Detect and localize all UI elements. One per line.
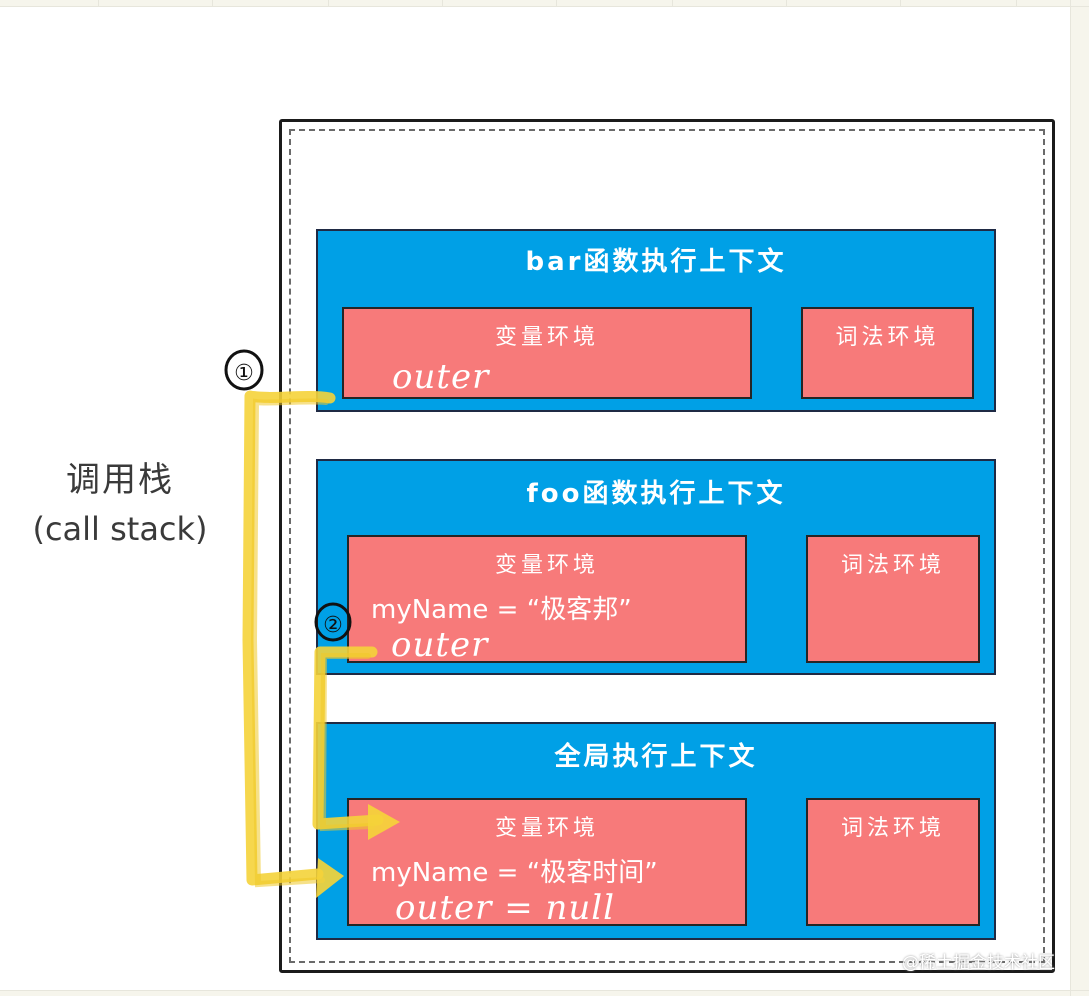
grid-line: [328, 0, 329, 6]
grid-line: [1016, 0, 1017, 6]
grid-line: [556, 0, 557, 6]
grid-line: [212, 0, 213, 6]
grid-line: [442, 0, 443, 6]
grid-line: [0, 990, 1089, 991]
arrow-2-texture: [319, 653, 375, 832]
arrow-1-head: [316, 858, 344, 898]
global-lexical-environment: 词法环境: [806, 798, 980, 926]
call-stack-label: 调用栈: [66, 460, 174, 500]
bar-lexical-env-title: 词法环境: [835, 325, 940, 350]
bar-outer-label: outer: [392, 357, 490, 397]
global-variable-environment: 变量环境 myName = “极客时间” outer = null: [347, 798, 747, 928]
bar-context-title: bar函数执行上下文: [525, 247, 787, 277]
watermark: @稀土掘金技术社区: [902, 953, 1055, 973]
arrow-2-head: [368, 804, 400, 840]
foo-lexical-environment: 词法环境: [806, 535, 980, 663]
foo-outer-label: outer: [391, 625, 489, 665]
global-execution-context: 全局执行上下文 变量环境 myName = “极客时间” outer = nul…: [316, 722, 996, 940]
global-lexical-env-title: 词法环境: [840, 816, 945, 841]
grid-line: [1070, 0, 1071, 996]
grid-line: [786, 0, 787, 6]
arrow-1-texture: [250, 398, 329, 888]
call-stack-frame-inner: [289, 129, 1045, 963]
arrow-1-path: [242, 390, 336, 886]
grid-line: [672, 0, 673, 6]
marker-two-icon: ②: [323, 613, 343, 638]
arrow-2-path: [312, 646, 384, 830]
global-outer-label: outer = null: [395, 888, 616, 928]
global-myname-value: myName = “极客时间”: [371, 858, 658, 888]
call-stack-label-en: (call stack): [32, 510, 208, 548]
grid-line: [900, 0, 901, 6]
bar-lexical-environment: 词法环境: [801, 307, 974, 399]
foo-variable-env-title: 变量环境: [494, 553, 599, 578]
foo-variable-environment: 变量环境 myName = “极客邦” outer: [347, 535, 747, 665]
call-stack-frame: [279, 119, 1055, 973]
bar-variable-env-title: 变量环境: [494, 325, 599, 350]
global-variable-env-title: 变量环境: [494, 816, 599, 841]
bar-execution-context: bar函数执行上下文 变量环境 outer 词法环境: [316, 229, 996, 412]
bar-variable-environment: 变量环境 outer: [342, 307, 752, 399]
foo-execution-context: foo函数执行上下文 变量环境 myName = “极客邦” outer 词法环…: [316, 459, 996, 675]
grid-line: [0, 6, 1089, 7]
foo-myname-value: myName = “极客邦”: [371, 595, 632, 625]
marker-two-circle: [314, 602, 352, 642]
foo-lexical-env-title: 词法环境: [840, 553, 945, 578]
grid-line: [98, 0, 99, 6]
marker-one-circle: [224, 349, 264, 391]
global-context-title: 全局执行上下文: [554, 742, 758, 772]
foo-context-title: foo函数执行上下文: [526, 479, 786, 509]
marker-one-icon: ①: [234, 361, 254, 386]
